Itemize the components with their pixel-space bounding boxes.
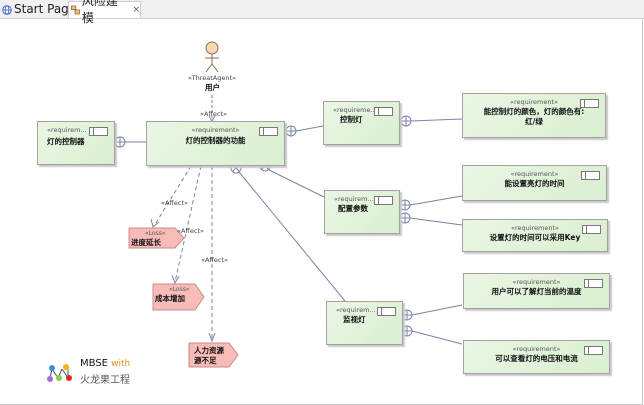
loss-name: 进度延长 xyxy=(131,238,161,247)
containment-icon xyxy=(399,212,411,224)
actor-name: 用户 xyxy=(205,83,220,92)
requirement-icon xyxy=(374,196,393,205)
stereotype-label: «requirement» xyxy=(510,170,559,178)
stereotype-label: «requirement» xyxy=(509,98,559,106)
stereotype-label: «Loss» xyxy=(145,230,166,237)
containment-icon xyxy=(401,325,413,337)
requirement-light-color[interactable]: «requirement» 能控制灯的颜色，灯的颜色有: 红/绿 xyxy=(462,93,606,138)
logo-with: with xyxy=(111,359,131,369)
containment-connector[interactable] xyxy=(410,118,463,122)
requirement-name: 设置灯的时间可以采用Key xyxy=(489,233,581,242)
requirement-icon xyxy=(584,279,603,288)
affect-connector-cost[interactable] xyxy=(174,165,202,283)
affect-label: «Affect» xyxy=(200,110,227,118)
stereotype-label: «requireme... xyxy=(333,106,377,114)
loss-shape-delay[interactable] xyxy=(128,227,185,249)
requirement-icon xyxy=(582,225,601,234)
affect-label: «Affect» xyxy=(177,227,204,235)
requirement-icon xyxy=(377,307,396,316)
arrowhead xyxy=(150,218,160,228)
loss-name: 成本增加 xyxy=(155,294,185,303)
containment-icon xyxy=(285,125,297,137)
logo: MBSE with 火龙果工程 xyxy=(44,356,144,386)
requirement-controller[interactable]: «requirem... 灯的控制器 xyxy=(37,121,115,165)
requirement-name: 用户可以了解灯当前的温度 xyxy=(491,287,582,296)
tab-label: 风险建模 xyxy=(81,0,118,25)
tab-start-page[interactable]: Start Page xyxy=(2,1,76,18)
containment-connector[interactable] xyxy=(268,169,325,198)
containment-connector[interactable] xyxy=(238,171,346,302)
containment-icon xyxy=(114,136,126,148)
logo-title: MBSE with xyxy=(80,358,130,369)
containment-connector[interactable] xyxy=(409,217,463,226)
loss-name-line2: 源不足 xyxy=(194,356,217,365)
requirement-icon xyxy=(259,127,278,136)
requirement-time-key[interactable]: «requirement» 设置灯的时间可以采用Key xyxy=(462,219,608,252)
affect-connector-delay[interactable] xyxy=(153,165,192,227)
requirement-name: 配置参数 xyxy=(338,204,368,213)
logo-subtitle: 火龙果工程 xyxy=(80,375,130,386)
requirement-name: 能设置亮灯的时间 xyxy=(504,179,565,188)
requirement-light-temperature[interactable]: «requirement» 用户可以了解灯当前的温度 xyxy=(463,273,610,309)
requirement-name: 灯的控制器的功能 xyxy=(185,136,246,145)
tab-bar: Start Page 风险建模 × xyxy=(0,0,644,25)
tab-risk-modeling[interactable]: 风险建模 × xyxy=(68,0,141,25)
arrowhead xyxy=(208,332,216,343)
containment-icon xyxy=(399,199,411,211)
loss-name-line1: 人力资源 xyxy=(194,346,224,355)
requirement-icon xyxy=(584,346,603,355)
stereotype-label: «requirement» xyxy=(512,345,561,353)
containment-connector[interactable] xyxy=(409,195,463,206)
close-icon[interactable]: × xyxy=(132,4,140,15)
stereotype-label: «requirement» xyxy=(510,224,560,232)
containment-connector[interactable] xyxy=(411,304,463,316)
containment-connector[interactable] xyxy=(295,125,324,132)
requirement-icon xyxy=(581,171,600,180)
affect-label: «Affect» xyxy=(201,256,228,264)
stereotype-label: «requirement» xyxy=(191,126,240,134)
containment-icon xyxy=(400,115,412,127)
requirement-controller-function[interactable]: «requirement» 灯的控制器的功能 xyxy=(146,121,285,166)
stereotype-label: «requirement» xyxy=(512,278,561,286)
logo-mark xyxy=(47,364,72,382)
requirement-name: 可以查看灯的电压和电流 xyxy=(495,354,578,363)
logo-title-text: MBSE xyxy=(80,358,108,369)
affect-label: «Affect» xyxy=(161,199,188,207)
loss-shape-cost[interactable] xyxy=(152,283,205,311)
requirement-voltage-current[interactable]: «requirement» 可以查看灯的电压和电流 xyxy=(463,340,610,374)
tab-label: Start Page xyxy=(14,2,77,16)
requirement-light-time[interactable]: «requirement» 能设置亮灯的时间 xyxy=(462,165,607,201)
requirement-monitor-light[interactable]: «requirem... 监视灯 xyxy=(326,301,403,345)
containment-icon xyxy=(401,309,413,321)
globe-icon xyxy=(2,4,12,15)
actor-figure[interactable] xyxy=(205,41,219,73)
stereotype-label: «requirem... xyxy=(336,306,376,314)
containment-connector[interactable] xyxy=(411,330,463,345)
requirement-icon xyxy=(374,107,393,116)
requirement-name: 控制灯 xyxy=(340,115,363,124)
stereotype-label: «requirem... xyxy=(334,195,374,203)
requirement-name-line2: 红/绿 xyxy=(525,117,543,126)
requirement-name: 监视灯 xyxy=(343,315,366,324)
diagram-icon xyxy=(71,5,80,15)
requirement-icon xyxy=(580,99,599,108)
actor-stereotype: «ThreatAgent» xyxy=(188,74,236,82)
requirement-icon xyxy=(89,127,108,136)
requirement-config-params[interactable]: «requirem... 配置参数 xyxy=(324,190,400,234)
stereotype-label: «requirem... xyxy=(47,126,87,134)
stereotype-label: «Loss» xyxy=(169,286,190,293)
requirement-name: 能控制灯的颜色，灯的颜色有: xyxy=(483,107,585,116)
requirement-control-light[interactable]: «requireme... 控制灯 xyxy=(323,101,400,145)
loss-shape-staff[interactable] xyxy=(188,342,239,368)
requirement-name: 灯的控制器 xyxy=(47,137,85,146)
arrowhead xyxy=(171,274,180,285)
